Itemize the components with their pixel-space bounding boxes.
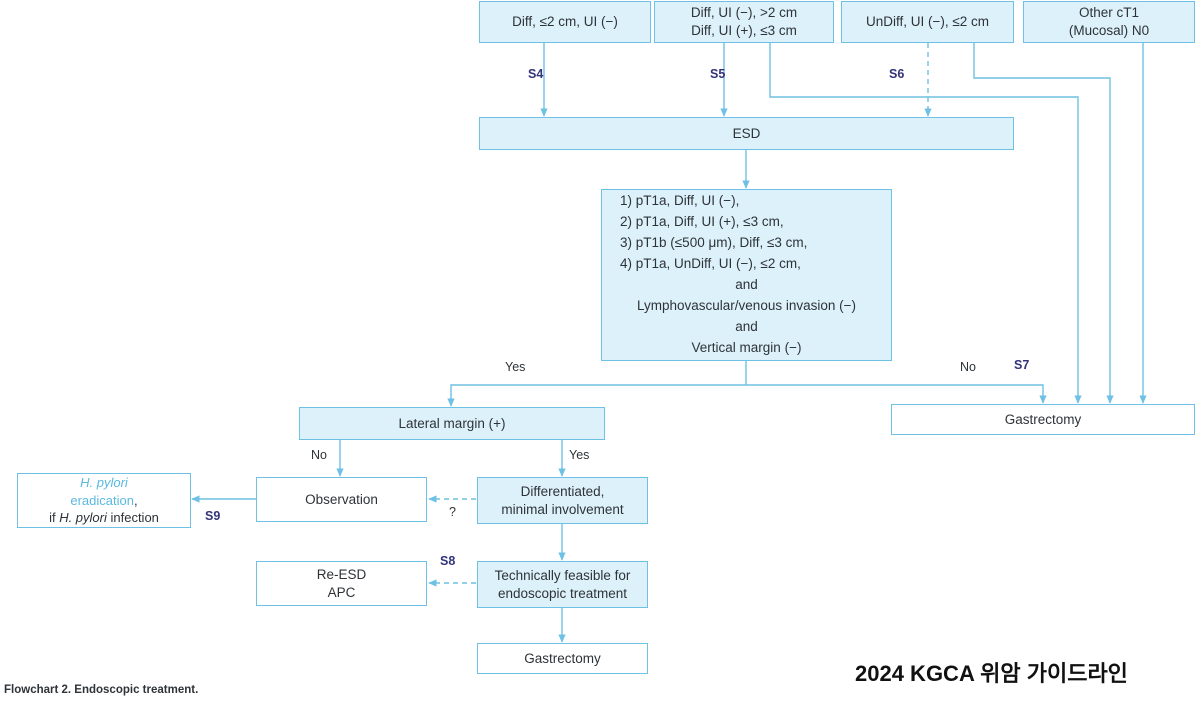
hpylori-line-2: eradication — [70, 492, 134, 508]
node-gastrectomy-right-label: Gastrectomy — [1004, 411, 1082, 427]
statement-label-s8: S8 — [440, 554, 456, 568]
node-criteria-diff-small[interactable]: Diff, ≤2 cm, UI (−) — [479, 1, 651, 43]
pathology-criteria-text: 1) pT1a, Diff, UI (−), 2) pT1a, Diff, UI… — [608, 191, 885, 358]
pathology-line-3: 3) pT1b (≤500 μm), Diff, ≤3 cm, — [620, 235, 808, 251]
node-differentiated-minimal[interactable]: Differentiated, minimal involvement — [477, 477, 648, 524]
pathology-vertical-margin: Vertical margin (−) — [691, 339, 802, 355]
node-esd-label: ESD — [732, 125, 761, 141]
statement-label-s6: S6 — [889, 67, 905, 81]
statement-label-s7: S7 — [1014, 358, 1030, 372]
node-gastrectomy-bottom-label: Gastrectomy — [524, 650, 601, 666]
node-esd[interactable]: ESD — [479, 117, 1014, 150]
node-criteria-other-ct1[interactable]: Other cT1 (Mucosal) N0 — [1023, 1, 1195, 43]
guideline-brand: 2024 KGCA 위암 가이드라인 — [855, 661, 1128, 686]
node-pathology-criteria[interactable]: 1) pT1a, Diff, UI (−), 2) pT1a, Diff, UI… — [601, 189, 892, 361]
edge-label-yes-left: Yes — [505, 360, 526, 374]
hpylori-text: H. pylori eradication, if H. pylori infe… — [49, 474, 159, 528]
node-observation-label: Observation — [305, 491, 378, 507]
hpylori-line-1: H. pylori — [80, 474, 128, 490]
node-criteria-undiff-label: UnDiff, UI (−), ≤2 cm — [865, 14, 990, 30]
node-criteria-diff-small-label: Diff, ≤2 cm, UI (−) — [512, 14, 618, 30]
pathology-line-2: 2) pT1a, Diff, UI (+), ≤3 cm, — [620, 214, 784, 230]
pathology-line-4: 4) pT1a, UnDiff, UI (−), ≤2 cm, — [620, 256, 801, 272]
flowchart-caption: Flowchart 2. Endoscopic treatment. — [4, 684, 199, 696]
node-hpylori-eradication[interactable]: H. pylori eradication, if H. pylori infe… — [17, 473, 191, 528]
node-gastrectomy-bottom[interactable]: Gastrectomy — [477, 643, 648, 674]
node-observation[interactable]: Observation — [256, 477, 427, 522]
statement-label-s5: S5 — [710, 67, 726, 81]
node-gastrectomy-right[interactable]: Gastrectomy — [891, 404, 1195, 435]
node-criteria-undiff[interactable]: UnDiff, UI (−), ≤2 cm — [841, 1, 1014, 43]
pathology-and-1: and — [735, 277, 758, 292]
hpylori-comma: , — [133, 492, 138, 508]
pathology-line-1: 1) pT1a, Diff, UI (−), — [620, 193, 740, 209]
node-differentiated-minimal-label: Differentiated, minimal involvement — [501, 483, 624, 517]
node-criteria-other-ct1-label: Other cT1 (Mucosal) N0 — [1068, 5, 1150, 38]
node-technically-feasible[interactable]: Technically feasible for endoscopic trea… — [477, 561, 648, 608]
statement-label-s9: S9 — [205, 509, 221, 523]
node-technically-feasible-label: Technically feasible for endoscopic trea… — [494, 567, 631, 601]
node-re-esd-apc[interactable]: Re-ESD APC — [256, 561, 427, 606]
node-criteria-diff-large[interactable]: Diff, UI (−), >2 cm Diff, UI (+), ≤3 cm — [654, 1, 834, 43]
statement-label-s4: S4 — [528, 67, 544, 81]
node-lateral-margin-label: Lateral margin (+) — [398, 415, 506, 431]
node-re-esd-apc-label: Re-ESD APC — [316, 566, 367, 600]
edge-label-question: ? — [449, 505, 456, 519]
pathology-and-2: and — [735, 318, 758, 334]
hpylori-line-3-pre: if — [49, 510, 60, 526]
node-lateral-margin[interactable]: Lateral margin (+) — [299, 407, 605, 440]
hpylori-line-3-post: infection — [106, 510, 159, 526]
edge-label-no-lateral: No — [311, 448, 327, 462]
hpylori-line-3-italic: H. pylori — [59, 510, 107, 526]
pathology-lymphovascular: Lymphovascular/venous invasion (−) — [637, 297, 856, 313]
edge-label-yes-lateral: Yes — [569, 448, 590, 462]
node-criteria-diff-large-label: Diff, UI (−), >2 cm Diff, UI (+), ≤3 cm — [690, 5, 798, 38]
edge-label-no-right: No — [960, 360, 976, 374]
